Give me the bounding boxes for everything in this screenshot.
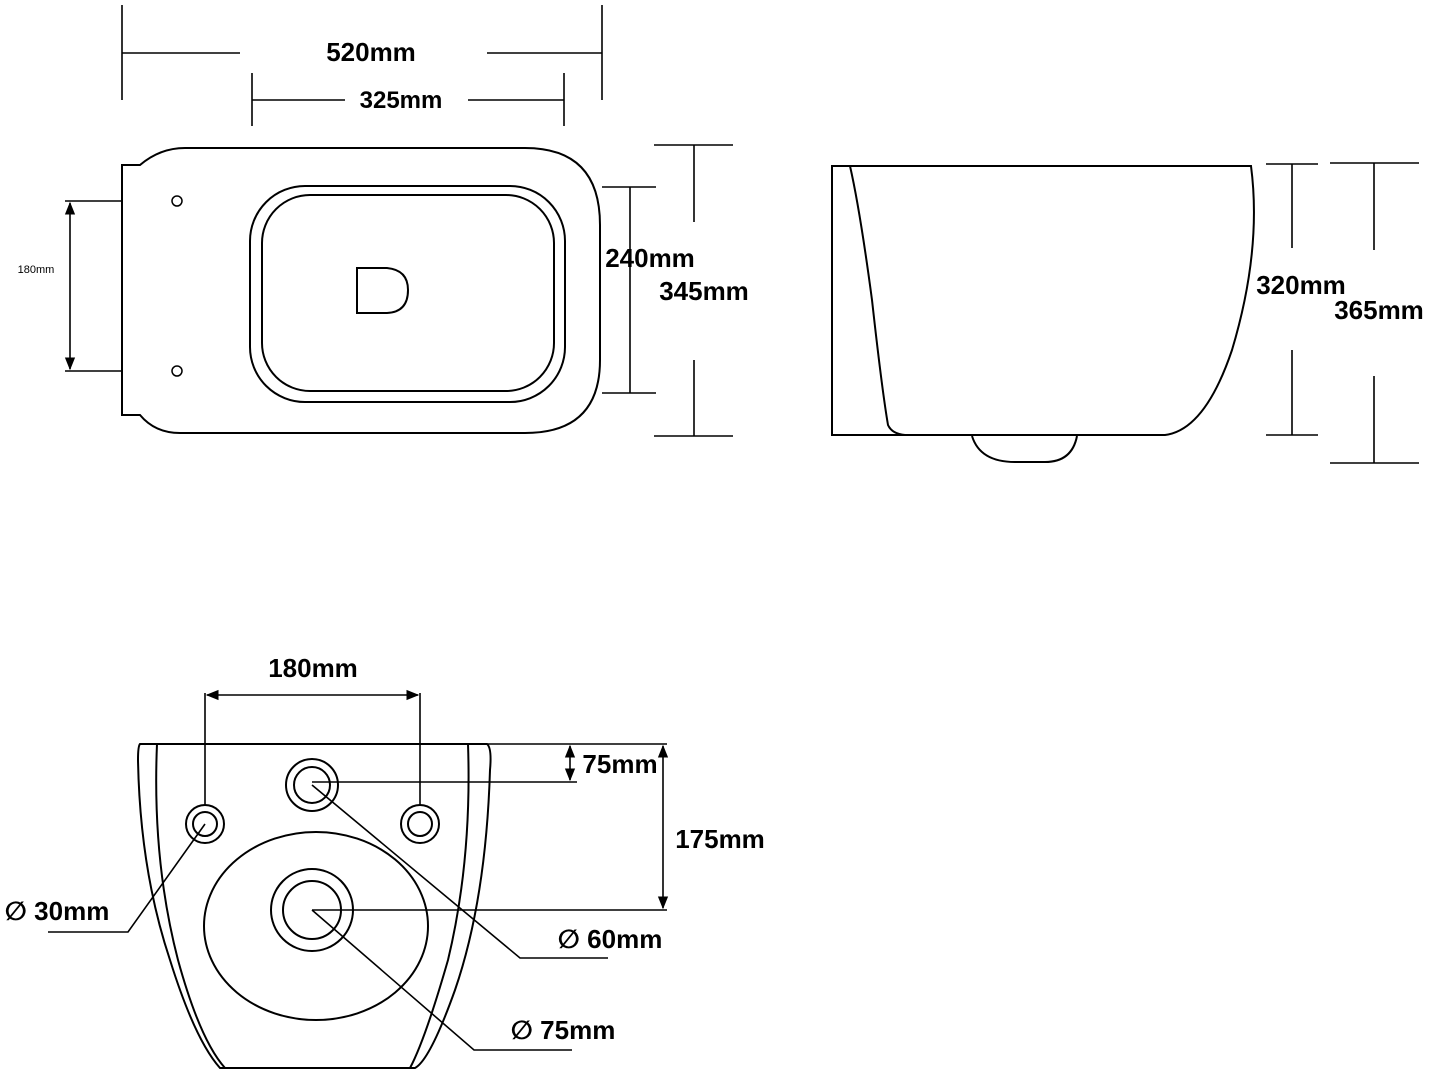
wall-fixing-hole-right-outer [400, 804, 440, 844]
dim-pan-length: 325mm [251, 73, 565, 126]
wall-fixing-hole-left-inner [192, 811, 218, 837]
dim-overall-width: 345mm [654, 144, 749, 437]
top-view-outline [121, 147, 601, 434]
dim-fixing-spacing-top: 180mm [18, 200, 122, 372]
inlet-inner-ring [293, 766, 331, 804]
leader-inlet-diameter: ∅ 60mm [311, 784, 663, 959]
rear-view-bowl [203, 831, 429, 1021]
dim-overall-length: 520mm [121, 5, 603, 100]
dim-inlet-offset: 75mm [312, 743, 667, 783]
dim-outlet-offset: 175mm [312, 744, 765, 911]
dim-body-height: 320mm [1256, 163, 1346, 436]
rear-view: 180mm 75mm 175mm ∅ 30mm ∅ 60mm ∅ 75mm [5, 653, 765, 1069]
label-fixing-hole-diameter: ∅ 30mm [5, 896, 110, 926]
leader-outlet-diameter: ∅ 75mm [311, 909, 616, 1051]
seat-fixing-hole-bottom [171, 365, 183, 377]
leader-fixing-hole-diameter: ∅ 30mm [5, 823, 206, 933]
side-view: 320mm 365mm [831, 162, 1424, 464]
bowl-rim-outer [249, 185, 566, 403]
side-view-outline [831, 165, 1255, 436]
drain-outlet [356, 267, 410, 314]
bowl-rim-inner [261, 194, 555, 392]
wall-fixing-hole-right-inner [407, 811, 433, 837]
top-view: 520mm 325mm 180mm 240mm [18, 5, 749, 437]
side-view-inner-edge [849, 165, 906, 436]
inlet-outer-ring [285, 758, 339, 812]
side-view-outlet [971, 435, 1078, 463]
label-inlet-offset: 75mm [582, 749, 657, 779]
label-outlet-offset: 175mm [675, 824, 765, 854]
dim-overall-height: 365mm [1330, 162, 1424, 464]
seat-fixing-hole-top [171, 195, 183, 207]
label-fixing-spacing-top: 180mm [18, 264, 55, 276]
dim-bowl-width: 240mm [602, 186, 695, 394]
rear-view-outer-outline [136, 743, 492, 1069]
label-outlet-diameter: ∅ 75mm [511, 1015, 616, 1045]
label-pan-length: 325mm [360, 87, 443, 114]
dim-fixing-spacing-rear: 180mm [204, 653, 421, 805]
label-inlet-diameter: ∅ 60mm [558, 924, 663, 954]
label-overall-width: 345mm [659, 276, 749, 306]
label-bowl-width: 240mm [605, 243, 695, 273]
label-overall-height: 365mm [1334, 295, 1424, 325]
label-overall-length: 520mm [326, 37, 416, 67]
label-body-height: 320mm [1256, 270, 1346, 300]
label-fixing-spacing-rear: 180mm [268, 653, 358, 683]
rear-view-inner-outline [155, 743, 470, 1069]
